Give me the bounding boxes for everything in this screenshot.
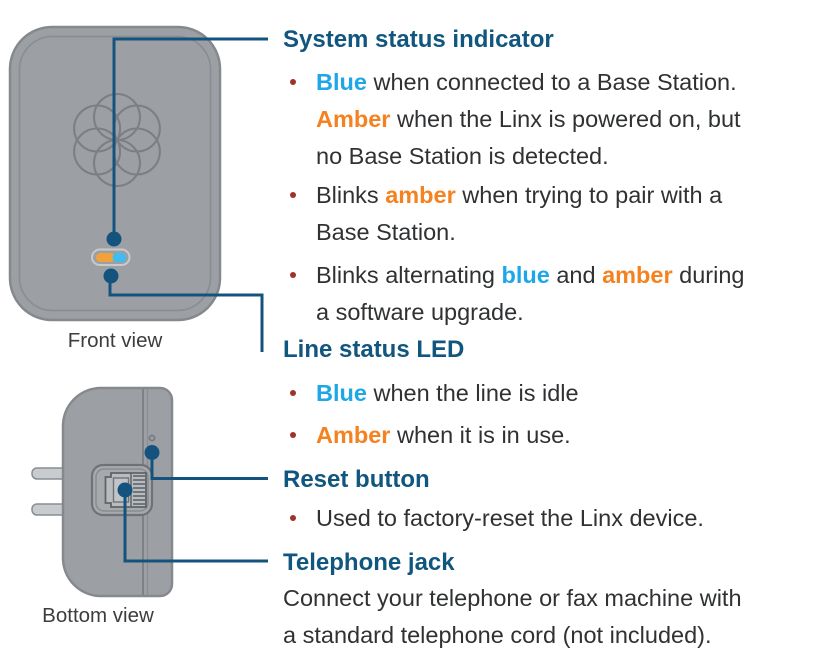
- heading-system-status-indicator: System status indicator: [283, 26, 554, 53]
- heading-line-status-led: Line status LED: [283, 336, 465, 363]
- rj11-telephone-jack-icon: [90, 463, 154, 517]
- status-led-pill-icon: [91, 248, 131, 266]
- heading-reset-button: Reset button: [283, 466, 430, 493]
- bullet-text: Blinks alternating blue and amber during…: [316, 262, 745, 325]
- list-item: Blinks alternating blue and amber during…: [283, 257, 819, 331]
- bullet-dot: [290, 272, 296, 278]
- callout-dot-system-status: [106, 231, 122, 247]
- bullet-dot: [290, 515, 296, 521]
- reset-hole-icon: [148, 434, 156, 442]
- callout-dot-reset: [144, 445, 160, 460]
- bullet-text: Used to factory-reset the Linx device.: [316, 505, 704, 531]
- heading-telephone-jack: Telephone jack: [283, 549, 455, 576]
- bottom-view-caption: Bottom view: [42, 604, 154, 627]
- list-item: Blue when connected to a Base Station. A…: [283, 64, 819, 175]
- callout-dot-phone-jack: [117, 482, 133, 498]
- bullet-dot: [290, 390, 296, 396]
- list-item: Blue when the line is idle: [283, 375, 819, 412]
- callout-dot-line-status: [103, 268, 119, 284]
- callout-line-reset: [150, 455, 268, 480]
- bullet-dot: [290, 192, 296, 198]
- bullet-text: Blue when the line is idle: [316, 380, 579, 406]
- status-led-blue-segment: [112, 253, 126, 262]
- bullet-dot: [290, 432, 296, 438]
- front-view-illustration: [8, 25, 268, 352]
- callout-line-system-status: [112, 37, 268, 236]
- front-device-inner-outline: [18, 35, 212, 312]
- callout-line-line-status: [108, 278, 264, 352]
- status-led-amber-segment: [96, 253, 115, 262]
- description-column: System status indicator Blue when connec…: [283, 0, 819, 672]
- callout-line-phone-jack: [123, 493, 268, 563]
- bullet-text: Blinks amber when trying to pair with a …: [316, 182, 723, 245]
- rj11-pins: [133, 475, 145, 505]
- front-view-caption: Front view: [67, 329, 163, 352]
- list-item: Blinks amber when trying to pair with a …: [283, 177, 819, 251]
- bottom-view-illustration: [31, 386, 268, 598]
- bullet-dot: [290, 79, 296, 85]
- telephone-jack-description: Connect your telephone or fax machine wi…: [283, 585, 742, 648]
- phone-jack-plate-inner: [95, 468, 149, 512]
- list-item: Amber when it is in use.: [283, 417, 819, 454]
- bullet-text: Amber when it is in use.: [316, 422, 571, 448]
- bullet-text: Blue when connected to a Base Station. A…: [316, 69, 741, 169]
- list-item: Used to factory-reset the Linx device.: [283, 500, 819, 537]
